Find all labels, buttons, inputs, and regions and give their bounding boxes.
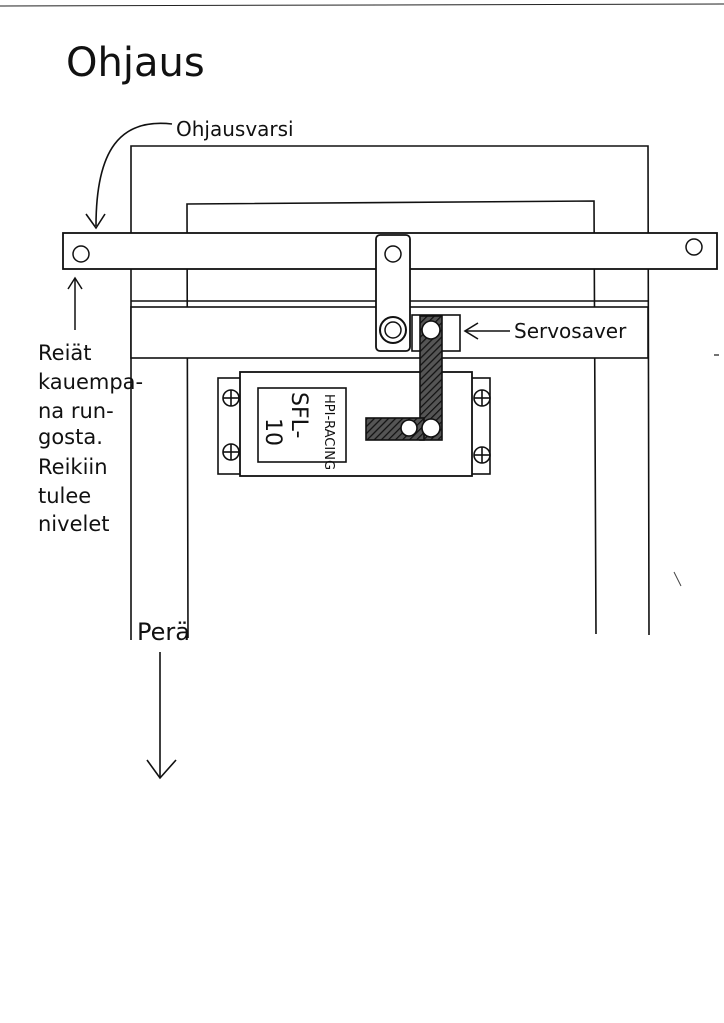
servo-brand-text: HPI-RACING	[321, 394, 336, 470]
stray-mark	[673, 571, 682, 587]
note-line: tulee	[38, 484, 91, 508]
outer-frame	[130, 145, 650, 640]
arrow-head-icon	[67, 276, 83, 290]
steering-arm-label: Ohjausvarsi	[176, 117, 294, 141]
arrow-head-icon	[463, 322, 479, 340]
servo-label-box	[257, 387, 347, 463]
rear-label: Perä	[137, 618, 190, 646]
servo-horn-bottom-pivot	[421, 418, 441, 438]
arrow-head-icon	[85, 213, 106, 230]
page-title: Ohjaus	[66, 40, 205, 86]
note-line: kauempa-	[38, 370, 143, 394]
steering-arm-left-hole	[72, 245, 90, 263]
steering-arm-arrow	[95, 122, 173, 227]
drag-link-top-hole	[384, 245, 402, 263]
servo-saver-label: Servosaver	[514, 319, 627, 343]
screw-icon	[222, 389, 240, 407]
note-line: na run-	[38, 399, 114, 423]
servo-model-line2: 10	[260, 418, 285, 446]
inner-frame	[186, 200, 597, 639]
holes-note: Reiät kauempa- na run- gosta. Reikiin tu…	[38, 341, 143, 536]
steering-arm-right-hole	[685, 238, 703, 256]
note-line: Reiät	[38, 341, 92, 365]
screw-icon	[222, 443, 240, 461]
screw-icon	[473, 389, 491, 407]
note-line: gosta.	[38, 425, 103, 449]
note-line: Reikiin	[38, 455, 108, 479]
servo-horn-left-pivot	[400, 419, 418, 437]
screw-icon	[473, 446, 491, 464]
servo-horn-top-pivot	[421, 320, 441, 340]
note-line: nivelet	[38, 512, 109, 536]
servo-model-line1: SFL-	[286, 392, 311, 438]
arrow-head-icon	[146, 759, 177, 780]
servo-horn-vertical	[419, 315, 443, 441]
drag-link-bottom-hole-inner	[384, 321, 402, 339]
page-top-edge	[0, 3, 724, 7]
